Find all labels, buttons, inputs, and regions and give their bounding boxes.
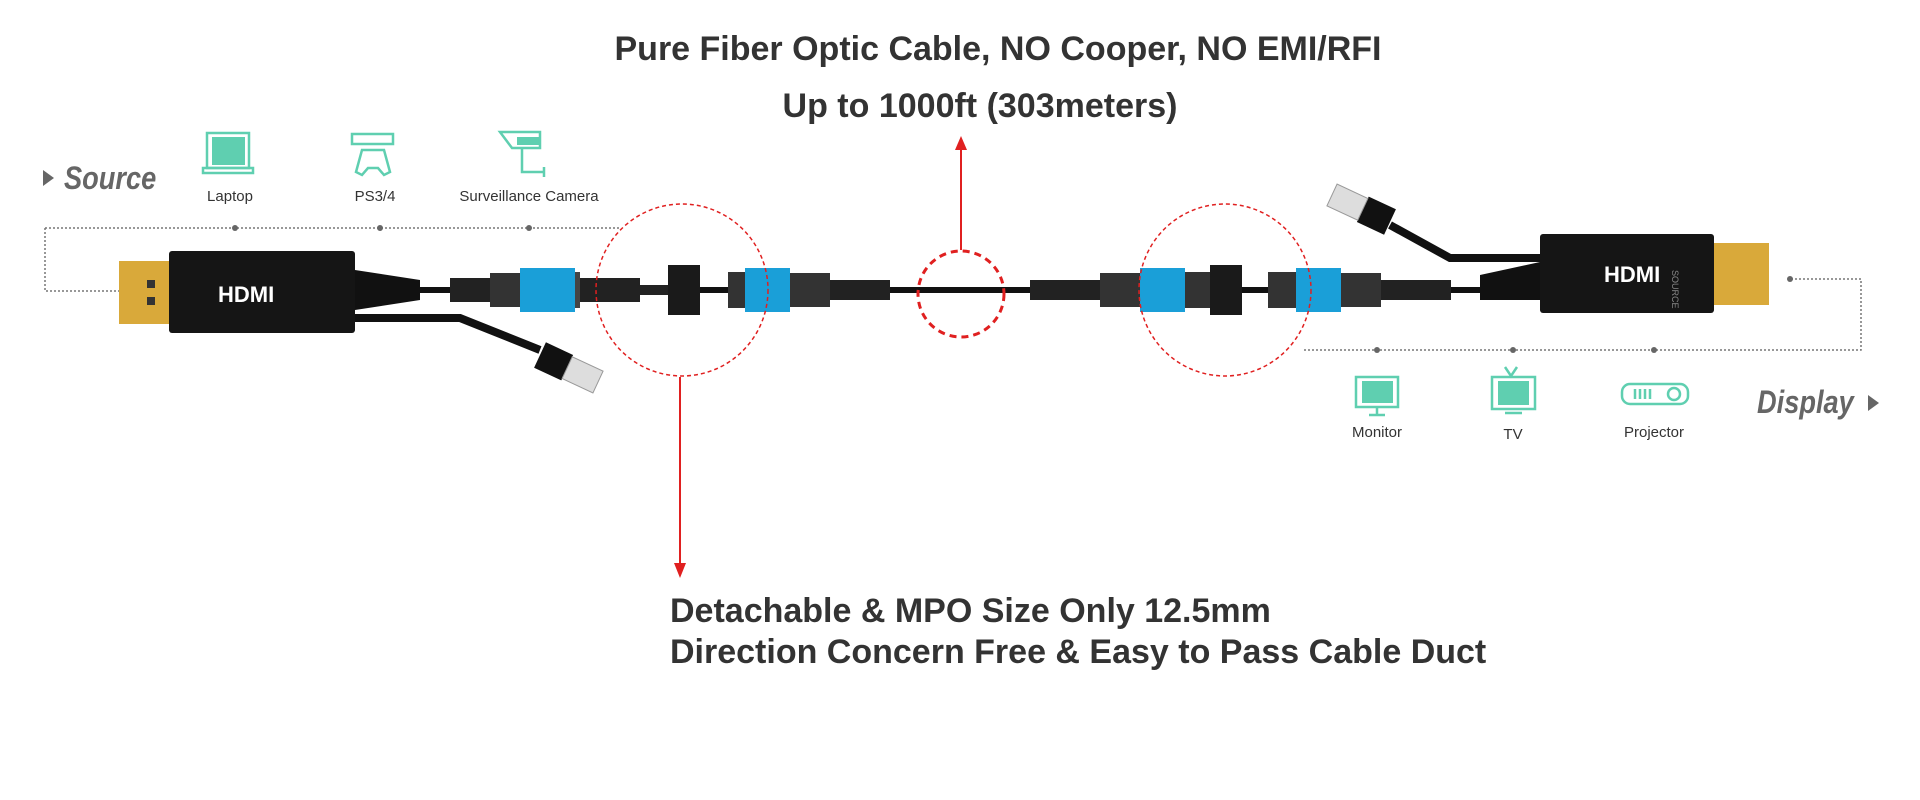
display-arrow-icon [1868,395,1879,411]
usb-plug-right [1326,183,1396,235]
hdmi-label-right: HDMI [1604,262,1661,287]
hdmi-label-left: HDMI [218,282,275,307]
monitor-icon [1354,375,1400,417]
hdmi-connector-right [1480,234,1769,313]
callout-line-1: Detachable & MPO Size Only 12.5mm [670,592,1271,630]
mpo-highlight-right [1138,203,1312,377]
mpo-connector-right [1030,265,1451,315]
device-label-ps: PS3/4 [354,188,396,205]
tv-icon [1490,366,1537,415]
camera-icon [497,130,546,177]
device-label-monitor: Monitor [1351,424,1403,441]
device-label-laptop: Laptop [207,188,253,205]
headline-line-1: Pure Fiber Optic Cable, NO Cooper, NO EM… [614,30,1382,68]
callout-line-2: Direction Concern Free & Easy to Pass Ca… [670,633,1487,671]
headline-line-2: Up to 1000ft (303meters) [782,87,1178,125]
display-label: Display [1757,384,1854,420]
display-dotted-line [1304,278,1862,351]
source-label: Source [64,160,157,196]
device-label-tv: TV [1503,426,1523,443]
laptop-icon [201,131,255,175]
device-label-camera: Surveillance Camera [459,188,599,205]
source-dotted-line [44,227,620,292]
game-console-icon [350,132,395,177]
source-arrow-icon [43,170,54,186]
mpo-connector-left [450,265,890,315]
source-port-marking: SOURCE [1670,270,1680,309]
projector-icon [1620,382,1690,406]
hdmi-connector-left [119,251,420,333]
fiber-highlight [916,249,1006,339]
mpo-highlight-left [595,203,769,377]
usb-plug-left [534,342,604,394]
device-label-projector: Projector [1623,424,1685,441]
